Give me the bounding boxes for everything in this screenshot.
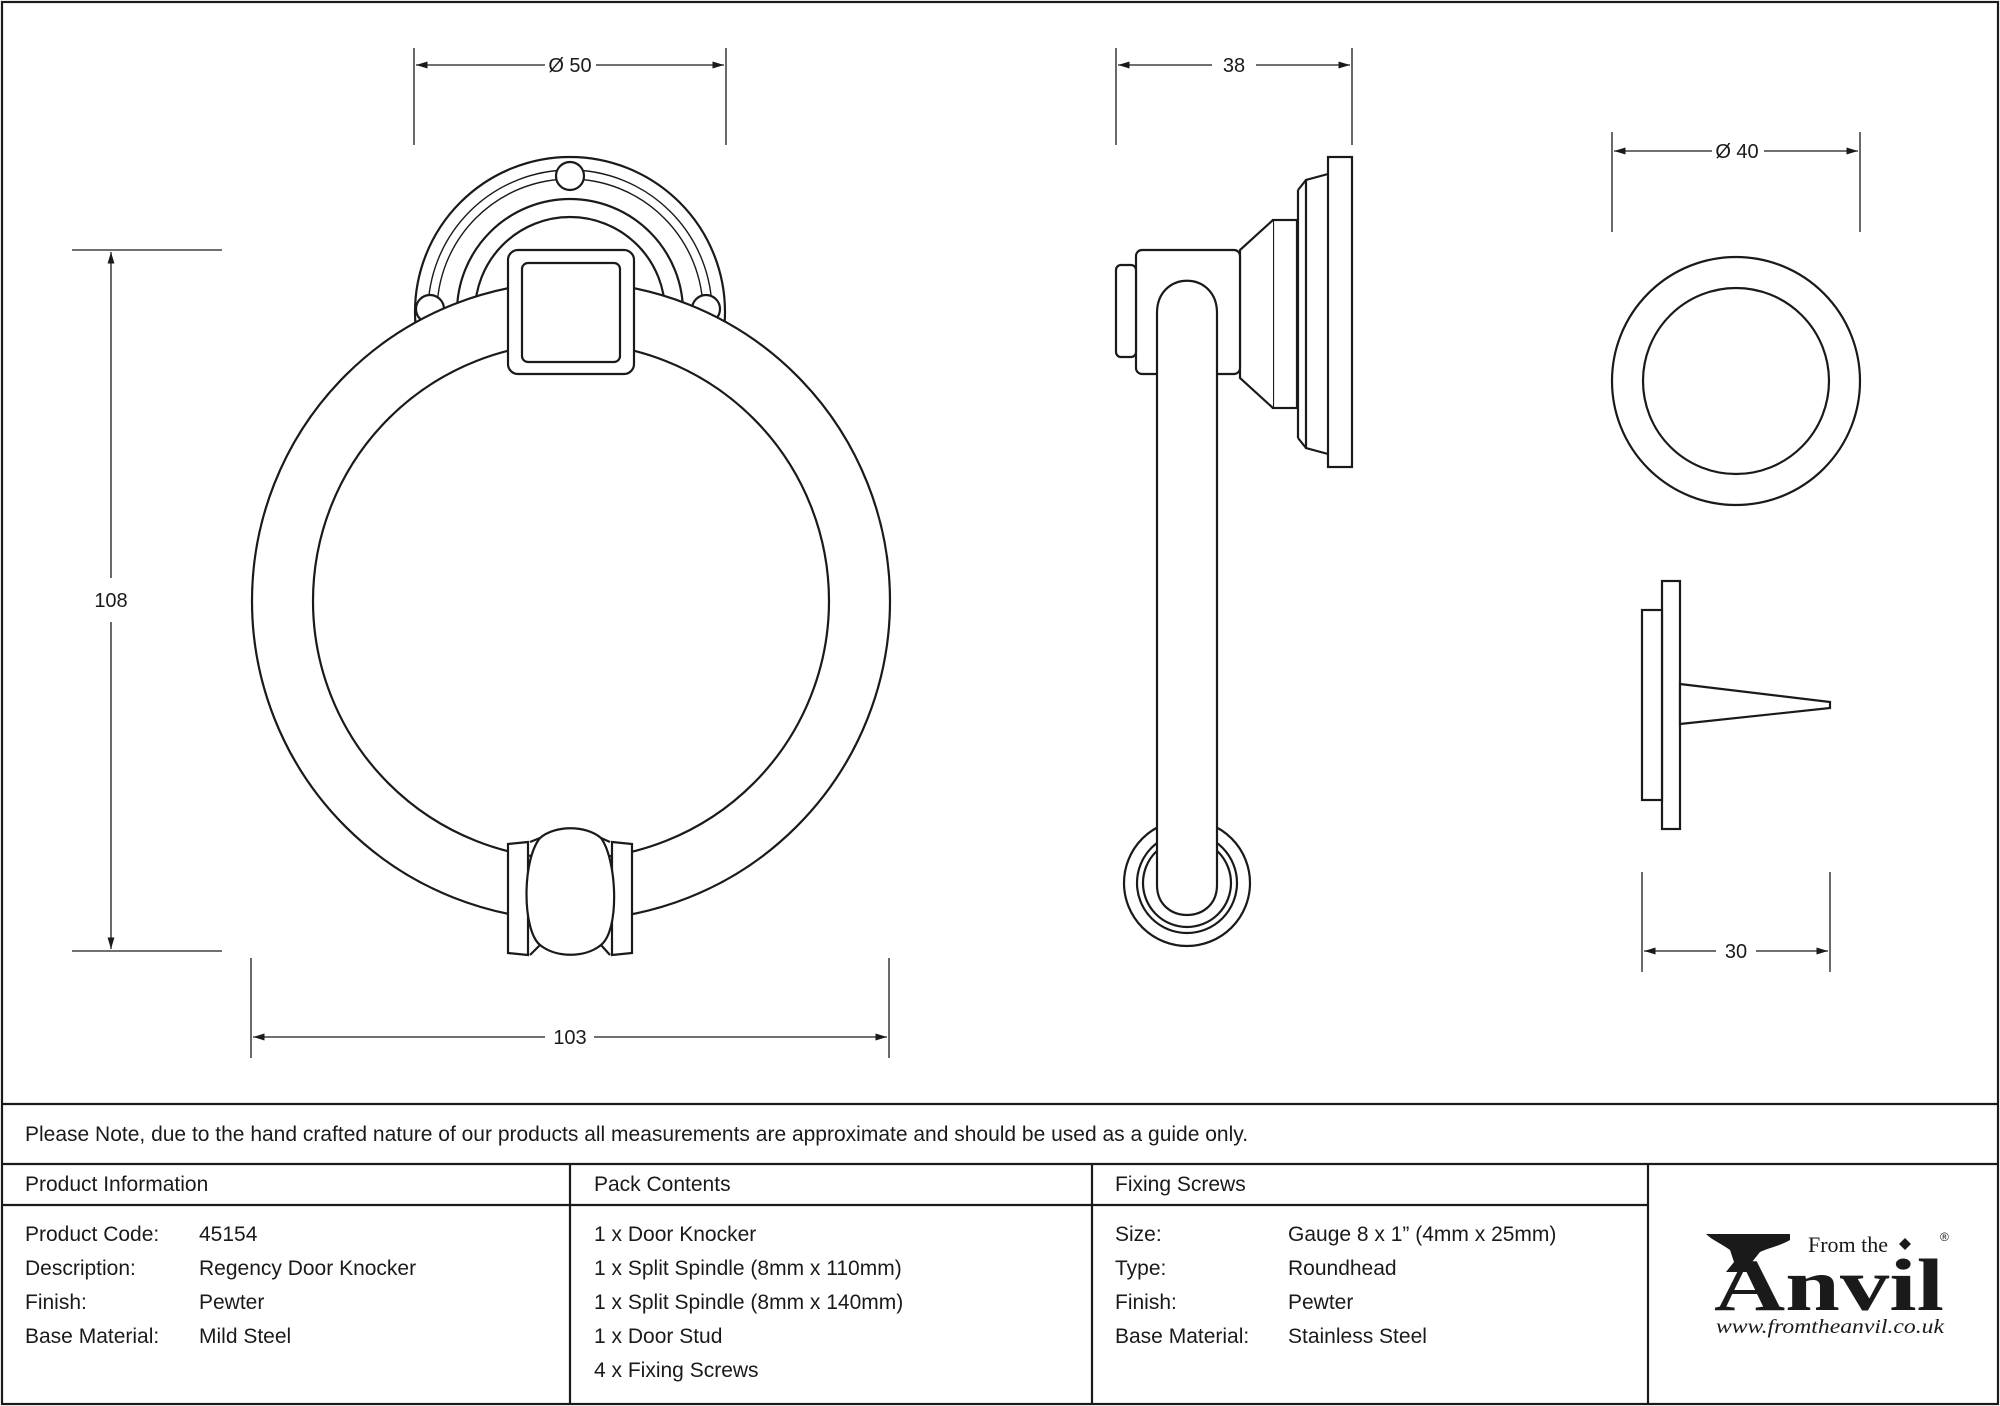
fixing-screws-label: Finish: [1115,1291,1177,1314]
product-info-label: Base Material: [25,1325,159,1348]
dimension-stud-depth: 30 [1725,941,1747,963]
fixing-screws-value: Pewter [1288,1291,1353,1314]
dimension-height: 108 [94,590,127,612]
side-dimensions: 38 [1115,48,1353,145]
front-view-drawing [250,155,892,957]
fixing-screws-label: Size: [1115,1223,1162,1246]
product-info-value: 45154 [199,1223,258,1246]
logo-registered: ® [1940,1230,1949,1244]
anvil-icon [1706,1234,1790,1272]
dimension-front-width: Ø 50 [548,55,591,77]
product-info-label: Description: [25,1257,136,1280]
dimension-ring-width: 103 [553,1027,586,1049]
logo-url: www.fromtheanvil.co.uk [1716,1316,1945,1338]
product-info-value: Regency Door Knocker [199,1257,416,1280]
product-info-value: Mild Steel [199,1325,291,1348]
measurement-note: Please Note, due to the hand crafted nat… [25,1123,1248,1146]
pack-contents-item: 1 x Door Stud [594,1325,722,1348]
diamond-icon [1899,1238,1911,1250]
side-view-drawing [1114,155,1354,948]
from-the-anvil-logo: From the ® Anvil www.fromtheanvil.co.uk [1706,1230,1949,1338]
pack-contents-item: 4 x Fixing Screws [594,1359,759,1382]
fixing-screws-value: Gauge 8 x 1” (4mm x 25mm) [1288,1223,1556,1246]
dimension-stud-diameter: Ø 40 [1715,141,1758,163]
pack-contents-header: Pack Contents [594,1173,731,1196]
fixing-screws-value: Roundhead [1288,1257,1397,1280]
product-info-label: Product Code: [25,1223,159,1246]
pack-contents-item: 1 x Split Spindle (8mm x 110mm) [594,1257,902,1280]
stud-dimensions: Ø 40 30 [1611,132,1861,972]
pack-contents-item: 1 x Split Spindle (8mm x 140mm) [594,1291,903,1314]
pack-contents-item: 1 x Door Knocker [594,1223,756,1246]
product-info-header: Product Information [25,1173,208,1196]
product-info-value: Pewter [199,1291,264,1314]
info-table-grid [2,1102,1998,1404]
fixing-screws-label: Base Material: [1115,1325,1249,1348]
front-dimensions: Ø 50 108 103 [72,48,890,1058]
fixing-screws-value: Stainless Steel [1288,1325,1427,1348]
product-info-label: Finish: [25,1291,87,1314]
logo-anvil: Anvil [1714,1245,1944,1327]
fixing-screws-header: Fixing Screws [1115,1173,1246,1196]
door-stud-drawing [1610,255,1862,831]
dimension-side-depth: 38 [1223,55,1245,77]
fixing-screws-label: Type: [1115,1257,1166,1280]
logo-from-the: From the [1808,1232,1888,1257]
